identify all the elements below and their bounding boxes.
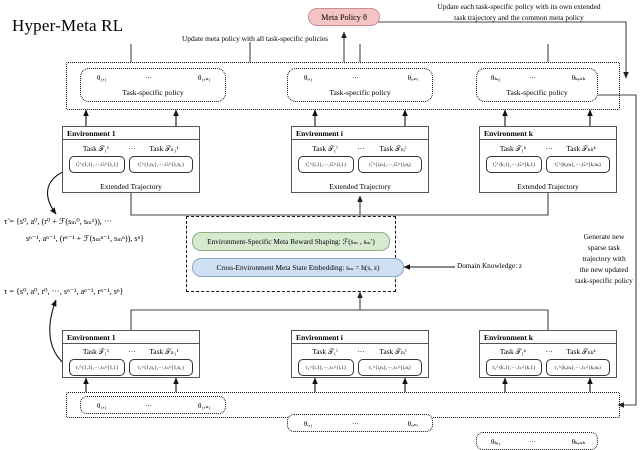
task-label-k-n: Task 𝒯ₙₖᵏ [566, 144, 596, 153]
theta-k-1: θₖ,₁ [491, 74, 502, 82]
theta-strip-1[interactable]: θ₁,₁ ··· θ₁,ₙ₁ [80, 396, 226, 414]
policy-label-i: Task-specific policy [329, 88, 391, 97]
extended-trajectory-label-1: Extended Trajectory [100, 182, 162, 191]
task-dots-k: ··· [545, 144, 553, 153]
extended-trajectory-label-k: Extended Trajectory [517, 182, 579, 191]
bottom-theta-dots-1: ··· [145, 402, 152, 410]
bottom-task-dots-1: ··· [128, 347, 136, 356]
bottom-task-label-k-1: Task 𝒯₁ᵏ [499, 347, 527, 356]
bottom-task-label-k-n: Task 𝒯ₙₖᵏ [566, 347, 596, 356]
trajectory-box-1-n[interactable]: τ̃₁^{1,n₁},···,τ̃ₙ^{1,n₁} [129, 156, 193, 173]
meta-state-embedding-node[interactable]: Cross-Environment Meta State Embedding: … [192, 258, 404, 277]
caption-generate-5: task-specific policy [575, 276, 633, 285]
tau-formula: τ = {s⁰, a⁰, r⁰, ···, sⁿ⁻¹, aⁿ⁻¹, rⁿ⁻¹, … [4, 287, 124, 296]
env-name-k: Environment k [484, 128, 534, 138]
trajectory-box-k-n[interactable]: τ̃₁^{k,nₖ},···,τ̃ₙ^{k,nₖ} [546, 156, 610, 173]
theta-i-n: θᵢ,ₙᵢ [407, 74, 418, 82]
bottom-theta-dots-k: ··· [529, 438, 536, 446]
bottom-env-header-i: Environment i [292, 331, 428, 344]
caption-update-each-line1: Update each task-specific policy with it… [437, 2, 601, 11]
meta-policy-node[interactable]: Meta Policy θ [308, 8, 380, 26]
task-label-1-1: Task 𝒯₁¹ [82, 144, 110, 153]
theta-1-1: θ₁,₁ [97, 74, 107, 82]
bottom-task-dots-i: ··· [357, 347, 365, 356]
task-specific-policy-box-1[interactable]: θ₁,₁ ··· θ₁,ₙ₁ Task-specific policy [80, 68, 226, 102]
caption-update-each-line2: task trajectory and the common meta poli… [454, 13, 584, 22]
bottom-theta-1-n: θ₁,ₙ₁ [197, 402, 211, 410]
task-dots-i: ··· [357, 144, 365, 153]
bottom-theta-i-1: θᵢ,₁ [304, 420, 313, 428]
bottom-task-label-i-n: Task 𝒯ₙᵢⁱ [379, 347, 407, 356]
top-environment-card-1: Environment 1 Task 𝒯₁¹ ··· Task 𝒯ₙ₁¹ τ̃₁… [62, 126, 200, 193]
task-label-i-1: Task 𝒯₁ⁱ [312, 144, 338, 153]
bottom-env-header-1: Environment 1 [63, 331, 199, 344]
top-environment-card-i: Environment i Task 𝒯₁ⁱ ··· Task 𝒯ₙᵢⁱ τ̃₁… [291, 126, 429, 193]
task-specific-policy-box-k[interactable]: θₖ,₁ ··· θₖ,ₙₖ Task-specific policy [476, 68, 598, 102]
bottom-trajectory-box-k-1[interactable]: τ₁^{k,1},···,τₙ^{k,1} [486, 359, 542, 376]
top-environment-card-k: Environment k Task 𝒯₁ᵏ ··· Task 𝒯ₙₖᵏ τ̃₁… [479, 126, 617, 193]
bottom-environment-card-i: Environment i Task 𝒯₁ⁱ ··· Task 𝒯ₙᵢⁱ τ₁^… [291, 330, 429, 378]
caption-generate-3: trajectory with [582, 254, 626, 263]
bottom-task-label-i-1: Task 𝒯₁ⁱ [312, 347, 338, 356]
env-header-i: Environment i [292, 127, 428, 140]
bottom-env-name-1: Environment 1 [67, 332, 116, 342]
theta-i-1: θᵢ,₁ [304, 74, 313, 82]
bottom-trajectory-box-i-n[interactable]: τ₁^{i,nᵢ},···,τₙ^{i,nᵢ} [358, 359, 422, 376]
caption-generate-4: the new updated [579, 265, 629, 274]
meta-shaping-container [186, 216, 396, 292]
env-header-k: Environment k [480, 127, 616, 140]
bottom-theta-1-1: θ₁,₁ [97, 402, 107, 410]
trajectory-box-k-1[interactable]: τ̃₁^{k,1},···,τ̃ₙ^{k,1} [486, 156, 542, 173]
caption-update-meta-policy: Update meta policy with all task-specifi… [181, 34, 329, 43]
diagram-canvas: Hyper-Meta RL Meta Policy θ Update meta … [4, 2, 637, 450]
bottom-trajectory-box-k-n[interactable]: τ₁^{k,nₖ},···,τₙ^{k,nₖ} [546, 359, 610, 376]
caption-generate-2: sparse task [587, 243, 621, 252]
bottom-env-name-i: Environment i [296, 332, 343, 342]
task-dots-1: ··· [128, 144, 136, 153]
theta-strip-k[interactable]: θₖ,₁ ··· θₖ,ₙₖ [476, 432, 598, 450]
bottom-environment-card-1: Environment 1 Task 𝒯₁¹ ··· Task 𝒯ₙ₁¹ τ₁^… [62, 330, 200, 378]
page-title: Hyper-Meta RL [12, 16, 124, 35]
bottom-trajectory-box-1-1[interactable]: τ₁^{1,1},···,τₙ^{1,1} [69, 359, 125, 376]
env-name-1: Environment 1 [67, 128, 116, 138]
policy-label-k: Task-specific policy [506, 88, 568, 97]
policy-dots-1: ··· [145, 74, 152, 82]
tau-tilde-formula-line2: sⁿ⁻¹, aⁿ⁻¹, (rⁿ⁻¹ + ℱ(sₘⁿ⁻¹, sₘⁿ)), sⁿ} [26, 234, 145, 243]
theta-k-n: θₖ,ₙₖ [571, 74, 585, 82]
bottom-theta-k-1: θₖ,₁ [491, 438, 502, 446]
env-header-1: Environment 1 [63, 127, 199, 140]
task-label-1-n: Task 𝒯ₙ₁¹ [149, 144, 179, 153]
caption-generate-1: Generate new [583, 232, 625, 241]
bottom-theta-k-n: θₖ,ₙₖ [571, 438, 585, 446]
tau-tilde-formula-line1: τ̃ = {s⁰, a⁰, (r⁰ + ℱ(sₘ⁰, sₘ¹)), ··· [4, 217, 113, 226]
bottom-env-header-k: Environment k [480, 331, 616, 344]
trajectory-box-1-1[interactable]: τ̃₁^{1,1},···,τ̃ₙ^{1,1} [69, 156, 125, 173]
task-label-k-1: Task 𝒯₁ᵏ [499, 144, 527, 153]
theta-strip-i[interactable]: θᵢ,₁ ··· θᵢ,ₙᵢ [287, 414, 433, 432]
domain-knowledge-label: Domain Knowledge: z [457, 262, 523, 270]
bottom-task-label-1-n: Task 𝒯ₙ₁¹ [149, 347, 179, 356]
bottom-trajectory-box-i-1[interactable]: τ₁^{i,1},···,τₙ^{i,1} [298, 359, 354, 376]
policy-label-1: Task-specific policy [122, 88, 184, 97]
bottom-theta-dots-i: ··· [352, 420, 359, 428]
trajectory-box-i-1[interactable]: τ̃₁^{i,1},···,τ̃ₙ^{i,1} [298, 156, 354, 173]
meta-reward-shaping-node[interactable]: Environment-Specific Meta Reward Shaping… [192, 232, 390, 251]
bottom-task-label-1-1: Task 𝒯₁¹ [82, 347, 110, 356]
task-label-i-n: Task 𝒯ₙᵢⁱ [379, 144, 407, 153]
bottom-trajectory-box-1-n[interactable]: τ₁^{1,n₁},···,τₙ^{1,n₁} [129, 359, 193, 376]
bottom-environment-card-k: Environment k Task 𝒯₁ᵏ ··· Task 𝒯ₙₖᵏ τ₁^… [479, 330, 617, 378]
bottom-theta-i-n: θᵢ,ₙᵢ [407, 420, 418, 428]
policy-band [66, 62, 620, 110]
env-name-i: Environment i [296, 128, 343, 138]
theta-1-n: θ₁,ₙ₁ [197, 74, 211, 82]
trajectory-box-i-n[interactable]: τ̃₁^{i,nᵢ},···,τ̃ₙ^{i,nᵢ} [358, 156, 422, 173]
bottom-env-name-k: Environment k [484, 332, 534, 342]
policy-dots-k: ··· [529, 74, 536, 82]
bottom-task-dots-k: ··· [545, 347, 553, 356]
task-specific-policy-box-i[interactable]: θᵢ,₁ ··· θᵢ,ₙᵢ Task-specific policy [287, 68, 433, 102]
policy-dots-i: ··· [352, 74, 359, 82]
extended-trajectory-label-i: Extended Trajectory [329, 182, 391, 191]
